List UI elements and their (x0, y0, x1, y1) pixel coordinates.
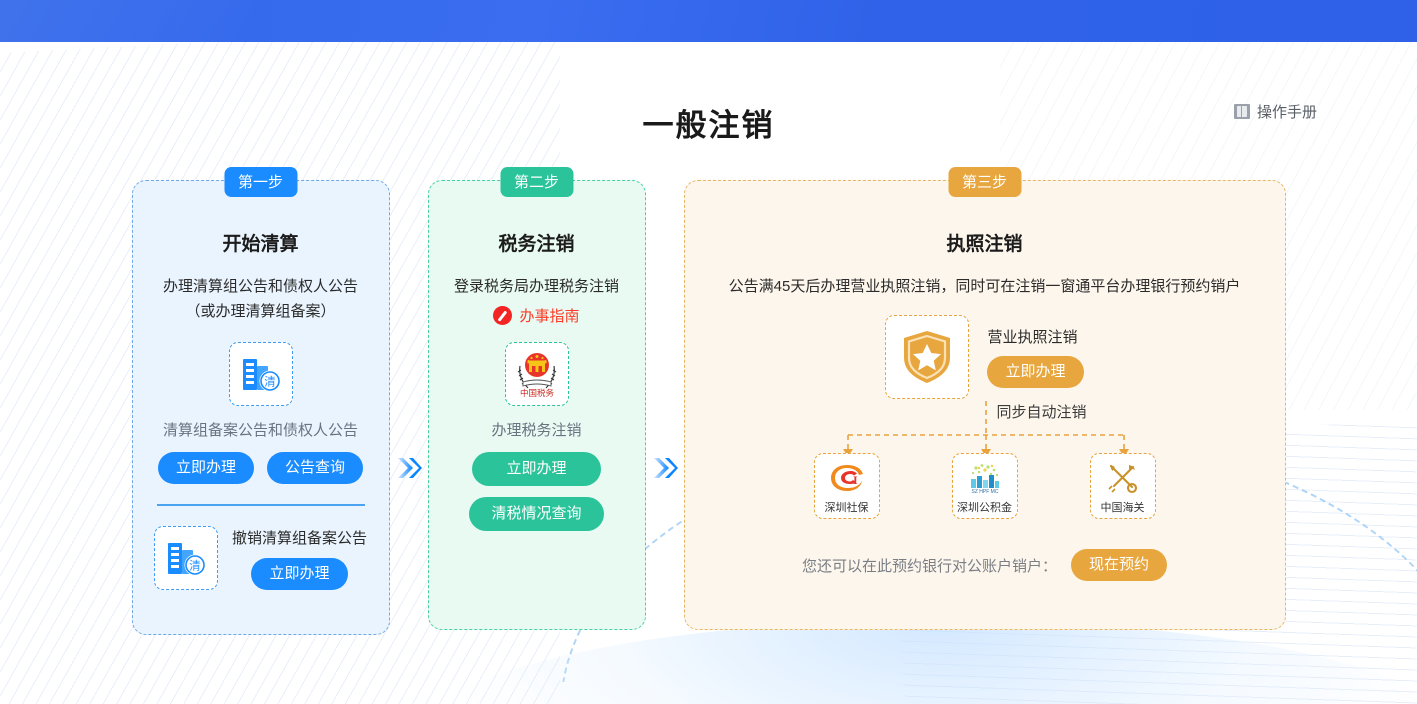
step1-sub-label: 撤销清算组备案公告 (231, 529, 367, 547)
book-icon (1233, 104, 1250, 119)
page-title: 一般注销 (642, 108, 775, 143)
svg-text:I: I (853, 473, 858, 487)
agency-name: 深圳社保 (824, 502, 869, 514)
sync-auto-cancel-label: 同步自动注销 (996, 404, 1087, 421)
bank-appointment-label: 您还可以在此预约银行对公账户销户： (801, 557, 1057, 575)
step2-tax-clearance-query-button[interactable]: 清税情况查询 (469, 497, 604, 531)
customs-logo-icon (1104, 459, 1142, 497)
license-label: 营业执照注销 (987, 329, 1078, 346)
step-badge-1: 第一步 (223, 167, 298, 197)
step2-apply-button[interactable]: 立即办理 (472, 452, 601, 486)
housing-fund-logo-icon: SZ HPF MC (966, 459, 1004, 497)
guide-link[interactable]: 办事指南 (429, 305, 645, 326)
step-desc-2-line1: 登录税务局办理税务注销 (453, 278, 619, 295)
step-badge-3: 第三步 (947, 167, 1022, 197)
step-desc-1-line2: （或办理清算组备案） (185, 303, 336, 320)
china-tax-emblem-icon[interactable]: 中国税务 (504, 342, 569, 406)
step-card-2: 第二步 税务注销 登录税务局办理税务注销 办事指南 (427, 167, 646, 630)
step-badge-2: 第二步 (499, 167, 574, 197)
agency-shenzhen-housing-fund[interactable]: SZ HPF MC 深圳公积金 (951, 453, 1018, 519)
chevron-right-icon (653, 457, 678, 478)
guide-link-label: 办事指南 (519, 308, 580, 325)
step-caption-1: 清算组备案公告和债权人公告 (162, 422, 358, 439)
svg-text:中国税务: 中国税务 (519, 388, 554, 398)
step-title-2: 税务注销 (498, 234, 575, 255)
sync-flow: 同步自动注销 I 深圳社保 (685, 401, 1285, 533)
agency-name: 深圳公积金 (957, 502, 1012, 514)
bank-appointment-button[interactable]: 现在预约 (1071, 549, 1168, 581)
svg-text:清: 清 (189, 560, 201, 573)
license-apply-button[interactable]: 立即办理 (987, 356, 1084, 388)
svg-text:SZ HPF MC: SZ HPF MC (971, 489, 998, 494)
agency-row: I 深圳社保 (685, 453, 1285, 519)
agency-name: 中国海关 (1100, 502, 1145, 514)
svg-text:清: 清 (264, 376, 276, 389)
step1-divider (156, 504, 365, 506)
step-desc-3-line1: 公告满45天后办理营业执照注销，同时可在注销一窗通平台办理银行预约销户 (728, 278, 1241, 295)
step1-apply-button[interactable]: 立即办理 (157, 452, 254, 484)
steps-container: 第一步 开始清算 办理清算组公告和债权人公告 （或办理清算组备案） (0, 167, 1417, 635)
step1-revoke-apply-button[interactable]: 立即办理 (251, 557, 348, 590)
top-header-bar (0, 0, 1417, 42)
guide-pen-icon (493, 306, 513, 325)
chevron-right-icon (397, 457, 422, 478)
step-caption-2: 办理税务注销 (491, 422, 582, 439)
agency-shenzhen-social-security[interactable]: I 深圳社保 (813, 453, 880, 519)
operation-manual-label: 操作手册 (1256, 104, 1317, 121)
step1-announcement-query-button[interactable]: 公告查询 (267, 452, 364, 484)
connector-2 (646, 454, 684, 482)
agency-china-customs[interactable]: 中国海关 (1089, 453, 1156, 519)
step-desc-1-line1: 办理清算组公告和债权人公告 (162, 278, 358, 295)
step-title-3: 执照注销 (946, 234, 1023, 255)
building-qing-icon[interactable]: 清 (153, 526, 218, 590)
si-logo-icon: I (828, 459, 866, 497)
step-title-1: 开始清算 (222, 234, 299, 255)
step-card-3: 第三步 执照注销 公告满45天后办理营业执照注销，同时可在注销一窗通平台办理银行… (683, 167, 1286, 630)
operation-manual-link[interactable]: 操作手册 (1233, 101, 1317, 122)
building-qing-icon[interactable]: 清 (228, 342, 293, 406)
shield-star-icon[interactable] (885, 315, 970, 399)
step-card-1: 第一步 开始清算 办理清算组公告和债权人公告 （或办理清算组备案） (131, 167, 390, 635)
connector-1 (390, 454, 428, 482)
